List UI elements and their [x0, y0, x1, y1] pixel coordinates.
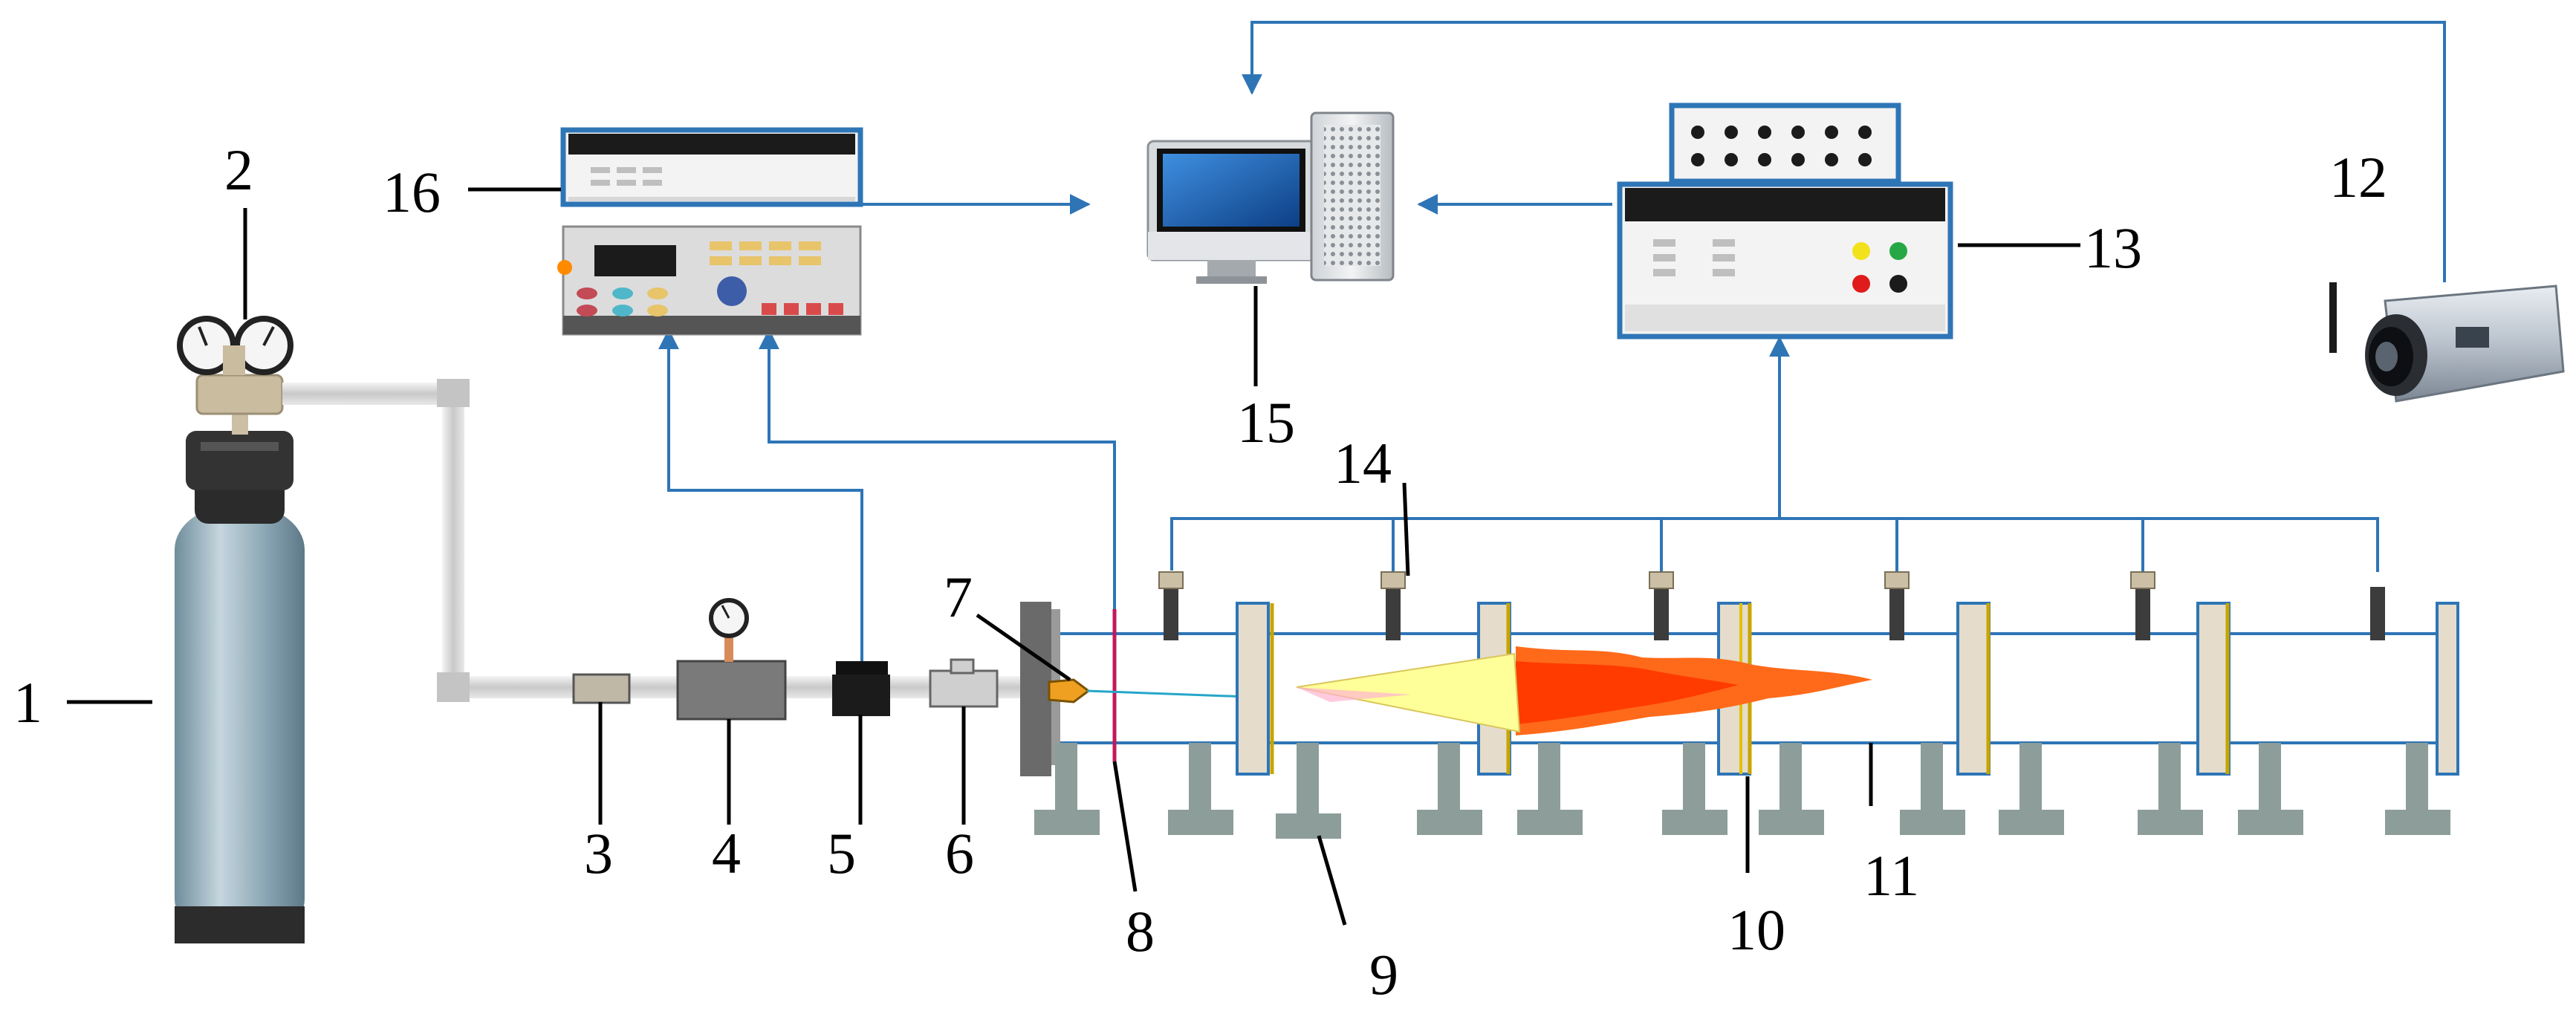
label-1: 1 [13, 670, 42, 735]
pressure-reducer-4 [676, 598, 787, 825]
label-2: 2 [224, 137, 253, 202]
component-labels: 1 2 3 4 5 6 7 8 9 10 11 12 13 14 15 16 [13, 137, 2387, 1007]
signal-lines [658, 21, 2446, 661]
label-12: 12 [2329, 145, 2387, 209]
label-6: 6 [945, 821, 974, 886]
valve-3 [572, 673, 631, 825]
label-9: 9 [1369, 942, 1398, 1007]
solenoid-valve-6 [929, 658, 999, 825]
gas-supply-pipe [282, 379, 1036, 702]
label-3: 3 [584, 821, 613, 886]
pressure-regulator [177, 316, 293, 415]
pressure-sensors [1158, 571, 2385, 640]
label-8: 8 [1126, 899, 1155, 964]
label-15: 15 [1237, 390, 1295, 455]
label-11: 11 [1863, 843, 1919, 908]
label-13: 13 [2084, 215, 2142, 280]
label-10: 10 [1727, 897, 1785, 962]
label-14: 14 [1334, 431, 1392, 495]
label-7: 7 [944, 565, 973, 629]
label-5: 5 [827, 821, 856, 886]
data-acquisition-13 [1617, 103, 1953, 339]
flow-meter-5 [832, 661, 890, 825]
sensor-bus-line [1170, 517, 2379, 572]
igniter-to-recorder-line [759, 328, 1116, 609]
flame [1296, 646, 1872, 735]
camera-icon [2329, 282, 2565, 403]
computer-icon [1146, 111, 1395, 284]
camera-to-computer-line [1242, 21, 2446, 282]
leader-lines [67, 187, 2080, 926]
supports [1034, 743, 2450, 839]
label-16: 16 [383, 160, 441, 224]
label-4: 4 [712, 821, 741, 886]
nozzle-7 [1048, 678, 1091, 704]
flowmeter-to-recorder-line [658, 328, 863, 661]
pressure-gauge-icon [177, 316, 293, 375]
data-recorder-16 [557, 127, 863, 336]
gas-cylinder-icon [175, 412, 305, 943]
explosion-duct [1020, 571, 2459, 839]
